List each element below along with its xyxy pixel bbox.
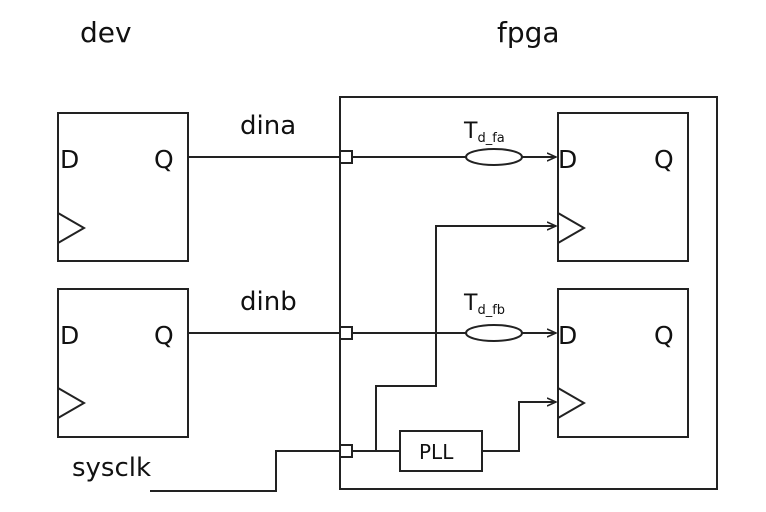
sysclk-wire [150, 450, 340, 492]
dev-ff-a-d-pin: D [60, 145, 79, 174]
dina-label: dina [240, 111, 296, 141]
dev-flipflop-b: D Q [57, 288, 189, 438]
pll-to-ff-b-wire [482, 402, 556, 452]
dev-flipflop-a: D Q [57, 112, 189, 262]
dev-ff-a-clock-triangle [57, 212, 87, 244]
dev-ff-b-clock-triangle [57, 387, 87, 419]
fpga-ff-b-d-pin: D [558, 321, 577, 350]
dev-ff-b-d-pin: D [60, 321, 79, 350]
fpga-ff-b-clock-triangle [557, 387, 587, 419]
fpga-flipflop-a: D Q [557, 112, 689, 262]
td-fb-delay [465, 324, 523, 342]
fpga-ff-a-clock-triangle [557, 212, 587, 244]
io-pad-dina [339, 150, 353, 164]
fpga-ff-a-q-pin: Q [654, 145, 674, 174]
dev-ff-a-q-pin: Q [154, 145, 174, 174]
fpga-ff-b-q-pin: Q [654, 321, 674, 350]
dinb-label: dinb [240, 287, 297, 317]
td-fb-label: Td_fb [463, 291, 505, 318]
dev-ff-b-q-pin: Q [154, 321, 174, 350]
sysclk-label: sysclk [72, 453, 151, 483]
io-pad-dinb [339, 326, 353, 340]
td-fa-delay [465, 148, 523, 166]
pll-block [399, 430, 483, 472]
dev-heading: dev [80, 16, 132, 49]
io-pad-sysclk [339, 444, 353, 458]
td-fa-label: Td_fa [463, 119, 505, 146]
pll-label: PLL [419, 440, 454, 464]
clk-to-ff-a-wire [375, 226, 556, 451]
fpga-flipflop-b: D Q [557, 288, 689, 438]
fpga-ff-a-d-pin: D [558, 145, 577, 174]
fpga-heading: fpga [497, 16, 560, 49]
